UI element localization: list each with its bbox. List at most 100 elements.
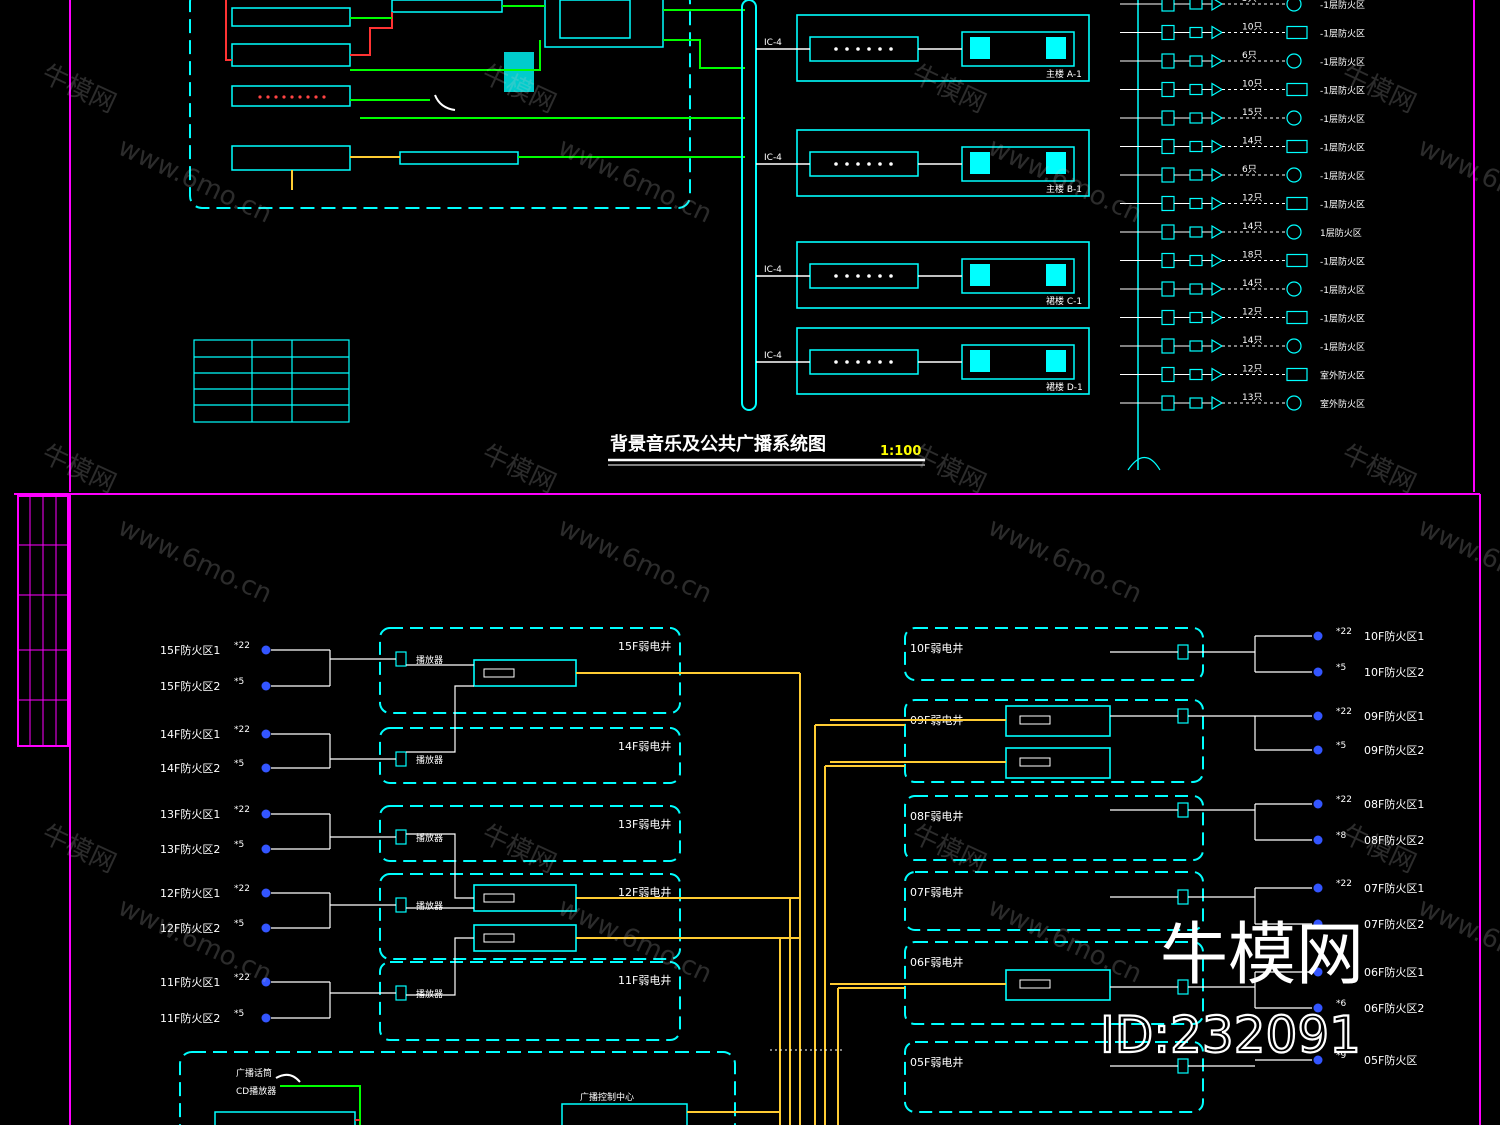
- amp-links: [406, 664, 474, 996]
- watermark-cn: 牛模网: [37, 439, 120, 499]
- speaker-node-icon: [1313, 1003, 1323, 1013]
- left-zone-row: 12F防火区2*5: [160, 919, 330, 935]
- mixer-led: [845, 360, 849, 364]
- zone-qty: *22: [234, 973, 250, 983]
- speaker-symbol: [1211, 82, 1224, 97]
- wall-speaker-icon: [1286, 82, 1308, 97]
- shaft-label: 06F弱电井: [910, 955, 963, 969]
- volume-control: [1161, 281, 1175, 297]
- branch-box: [796, 241, 1090, 309]
- backbone-trunk: [741, 0, 757, 411]
- mixer-led: [867, 274, 871, 278]
- wall-speaker-icon: [1286, 253, 1308, 268]
- drawing-frame: [14, 0, 1481, 1125]
- volume-control: [1177, 644, 1189, 660]
- amplifier-unit: [1005, 705, 1111, 737]
- branch-box: [796, 14, 1090, 82]
- speaker-count: 5只: [1242, 0, 1257, 4]
- amp-panel-right: [1046, 152, 1066, 174]
- amplifier-branch: IC-4裙楼 C-1: [756, 241, 1090, 309]
- right-zone-row: *22 09F防火区1: [1255, 707, 1424, 723]
- amp-panel-left: [970, 350, 990, 372]
- speaker-symbol: [1211, 110, 1224, 126]
- control-room-box: [189, 0, 691, 209]
- control-room-devices: [231, 0, 664, 171]
- module-tag: 播放器: [416, 832, 443, 844]
- mixer-led: [856, 162, 860, 166]
- watermark-cn: 牛模网: [1337, 59, 1420, 119]
- zone-row: 14只-1层防火区: [1120, 336, 1365, 354]
- speaker-count: 14只: [1242, 137, 1262, 147]
- amp-display: [1019, 979, 1051, 989]
- speaker-node-icon: [261, 888, 271, 898]
- zone-qty: *22: [1336, 707, 1352, 717]
- module-tag: 播放器: [416, 654, 443, 666]
- shaft-label: 15F弱电井: [618, 639, 671, 653]
- watermark: 牛模网 www.6mo.cn: [37, 819, 276, 989]
- ceiling-speaker-icon: [1286, 224, 1302, 240]
- wall-speaker-icon: [1286, 25, 1308, 40]
- zone-label: -1层防火区: [1320, 142, 1365, 154]
- shaft-box: 06F弱电井: [904, 941, 1204, 1025]
- volume-control: [395, 829, 407, 845]
- ceiling-speaker-icon: [1286, 53, 1302, 69]
- mixer-led: [867, 47, 871, 51]
- speaker-node-icon: [1313, 745, 1323, 755]
- amp-display: [483, 668, 515, 678]
- shaft-box: 05F弱电井: [904, 1041, 1204, 1113]
- volume-control: [1161, 81, 1175, 98]
- speaker-count: 12只: [1242, 194, 1262, 204]
- watermark-url: www.6mo.cn: [113, 892, 276, 989]
- speaker-count: 14只: [1242, 279, 1262, 289]
- shaft-outline: [904, 699, 1204, 783]
- zone-qty: *22: [1336, 795, 1352, 805]
- mixer-led: [834, 162, 838, 166]
- mixer-led: [856, 274, 860, 278]
- speaker-count: 13只: [1242, 393, 1262, 403]
- mixer-unit: [809, 349, 919, 375]
- unit-tag: 裙楼 C-1: [1046, 295, 1082, 307]
- watermark-cn: 牛模网: [477, 819, 560, 879]
- left-zone-row: 11F防火区2*5: [160, 1009, 330, 1025]
- watermark-cn: 牛模网: [37, 59, 120, 119]
- zone-name: 06F防火区2: [1364, 1001, 1424, 1015]
- relay-box: [1189, 140, 1203, 153]
- speaker-node-icon: [261, 923, 271, 933]
- volume-control: [1161, 252, 1175, 269]
- zone-qty: *6: [1336, 999, 1347, 1009]
- relay-box: [1189, 311, 1203, 324]
- broadcast-center-box: [179, 1051, 736, 1125]
- branch-box: [796, 129, 1090, 197]
- zone-name: 09F防火区1: [1364, 709, 1424, 723]
- zone-qty: *22: [1336, 879, 1352, 889]
- zone-label: 室外防火区: [1320, 398, 1365, 410]
- zone-output-rows: 5只-1层防火区10只-1层防火区6只-1层防火区10只-1层防火区15只-1层…: [1120, 0, 1365, 471]
- speaker-node-icon: [261, 844, 271, 854]
- broadcast-center-wires: [275, 1073, 361, 1125]
- watermark-cn: 牛模网: [907, 59, 990, 119]
- center-label: 广播控制中心: [580, 1091, 634, 1103]
- left-zone-row: 14F防火区1*22: [160, 725, 330, 741]
- volume-control: [1161, 366, 1175, 383]
- zone-row: 10只-1层防火区: [1120, 80, 1365, 98]
- watermark-cn: 牛模网: [37, 819, 120, 879]
- bus-break: [1127, 456, 1161, 471]
- zone-label: -1层防火区: [1320, 341, 1365, 353]
- zone-name: 15F防火区2: [160, 679, 220, 693]
- speaker-count: 10只: [1242, 80, 1262, 90]
- shaft-box: 08F弱电井: [904, 795, 1204, 861]
- volume-control: [395, 897, 407, 913]
- module-tag: 播放器: [416, 900, 443, 912]
- zone-row: 6只-1层防火区: [1120, 165, 1365, 183]
- drawing-title: 背景音乐及公共广播系统图: [610, 433, 826, 455]
- zone-row: 12只-1层防火区: [1120, 308, 1365, 326]
- speaker-count: 12只: [1242, 308, 1262, 318]
